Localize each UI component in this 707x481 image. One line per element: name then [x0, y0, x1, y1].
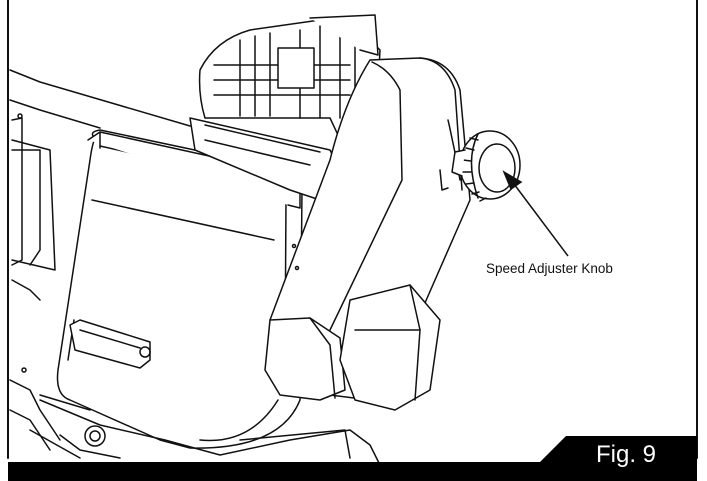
screw-details: [17, 113, 300, 373]
frame-border: [7, 0, 698, 459]
pivot-bracket: [189, 117, 341, 201]
motor-housing: [198, 14, 381, 151]
callout-leader: [502, 170, 569, 257]
fig-banner: [8, 436, 697, 481]
speed-adjuster-knob-drawing: [451, 130, 521, 202]
callout-label-speed-adjuster-knob: Speed Adjuster Knob: [486, 261, 613, 276]
machine-base: [39, 399, 381, 466]
drive-arm-housing: [264, 57, 471, 411]
machine-body: [9, 69, 191, 459]
figure-number: Fig. 9: [596, 441, 657, 468]
